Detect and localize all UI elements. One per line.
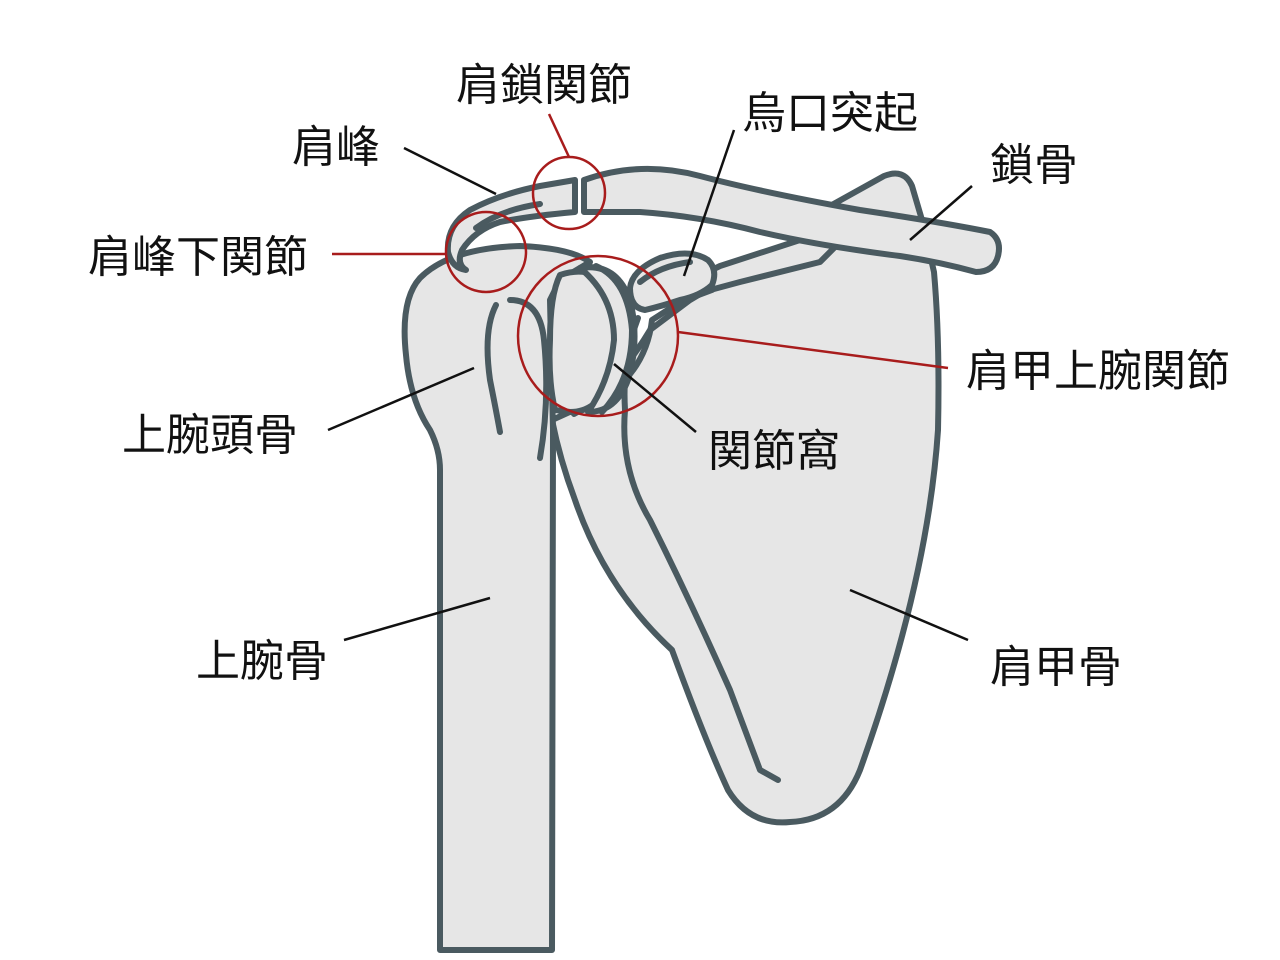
acromion-label: 肩峰 bbox=[292, 122, 380, 173]
humerus-label: 上腕骨 bbox=[196, 636, 328, 687]
coracoid-process-label: 烏口突起 bbox=[742, 88, 918, 139]
scapula-leader bbox=[849, 588, 969, 642]
glenohumeral-joint-label: 肩甲上腕関節 bbox=[966, 346, 1230, 397]
glenoid-leader bbox=[613, 363, 697, 433]
acromioclavicular-joint-label: 肩鎖関節 bbox=[456, 60, 632, 111]
acromion-leader bbox=[403, 146, 497, 196]
humeral-head-line-1 bbox=[484, 302, 503, 435]
clavicle-label: 鎖骨 bbox=[990, 140, 1078, 191]
coracoid-inner-line bbox=[637, 259, 693, 285]
glenoid-rim-line bbox=[593, 263, 635, 415]
acromioclavicular-leader bbox=[547, 113, 571, 158]
acromion bbox=[444, 177, 578, 273]
coracoid-process bbox=[627, 250, 718, 313]
humeral-head-leader bbox=[327, 366, 475, 432]
glenoid-fossa-label: 関節窩 bbox=[708, 426, 840, 477]
subacromial-joint-marker bbox=[444, 210, 528, 294]
coracoid-leader bbox=[682, 129, 736, 277]
scapula-label: 肩甲骨 bbox=[990, 642, 1122, 693]
humeral-head-line-2 bbox=[507, 297, 550, 461]
humerus-leader bbox=[343, 596, 491, 642]
glenohumeral-joint-marker bbox=[516, 254, 680, 418]
glenohumeral-leader bbox=[677, 330, 949, 370]
clavicle-leader bbox=[909, 185, 973, 241]
acromion-inner-line bbox=[473, 201, 543, 231]
humeral-head-label: 上腕頭骨 bbox=[122, 410, 298, 461]
clavicle bbox=[581, 165, 1002, 275]
subacromial-joint-label: 肩峰下関節 bbox=[88, 232, 308, 283]
